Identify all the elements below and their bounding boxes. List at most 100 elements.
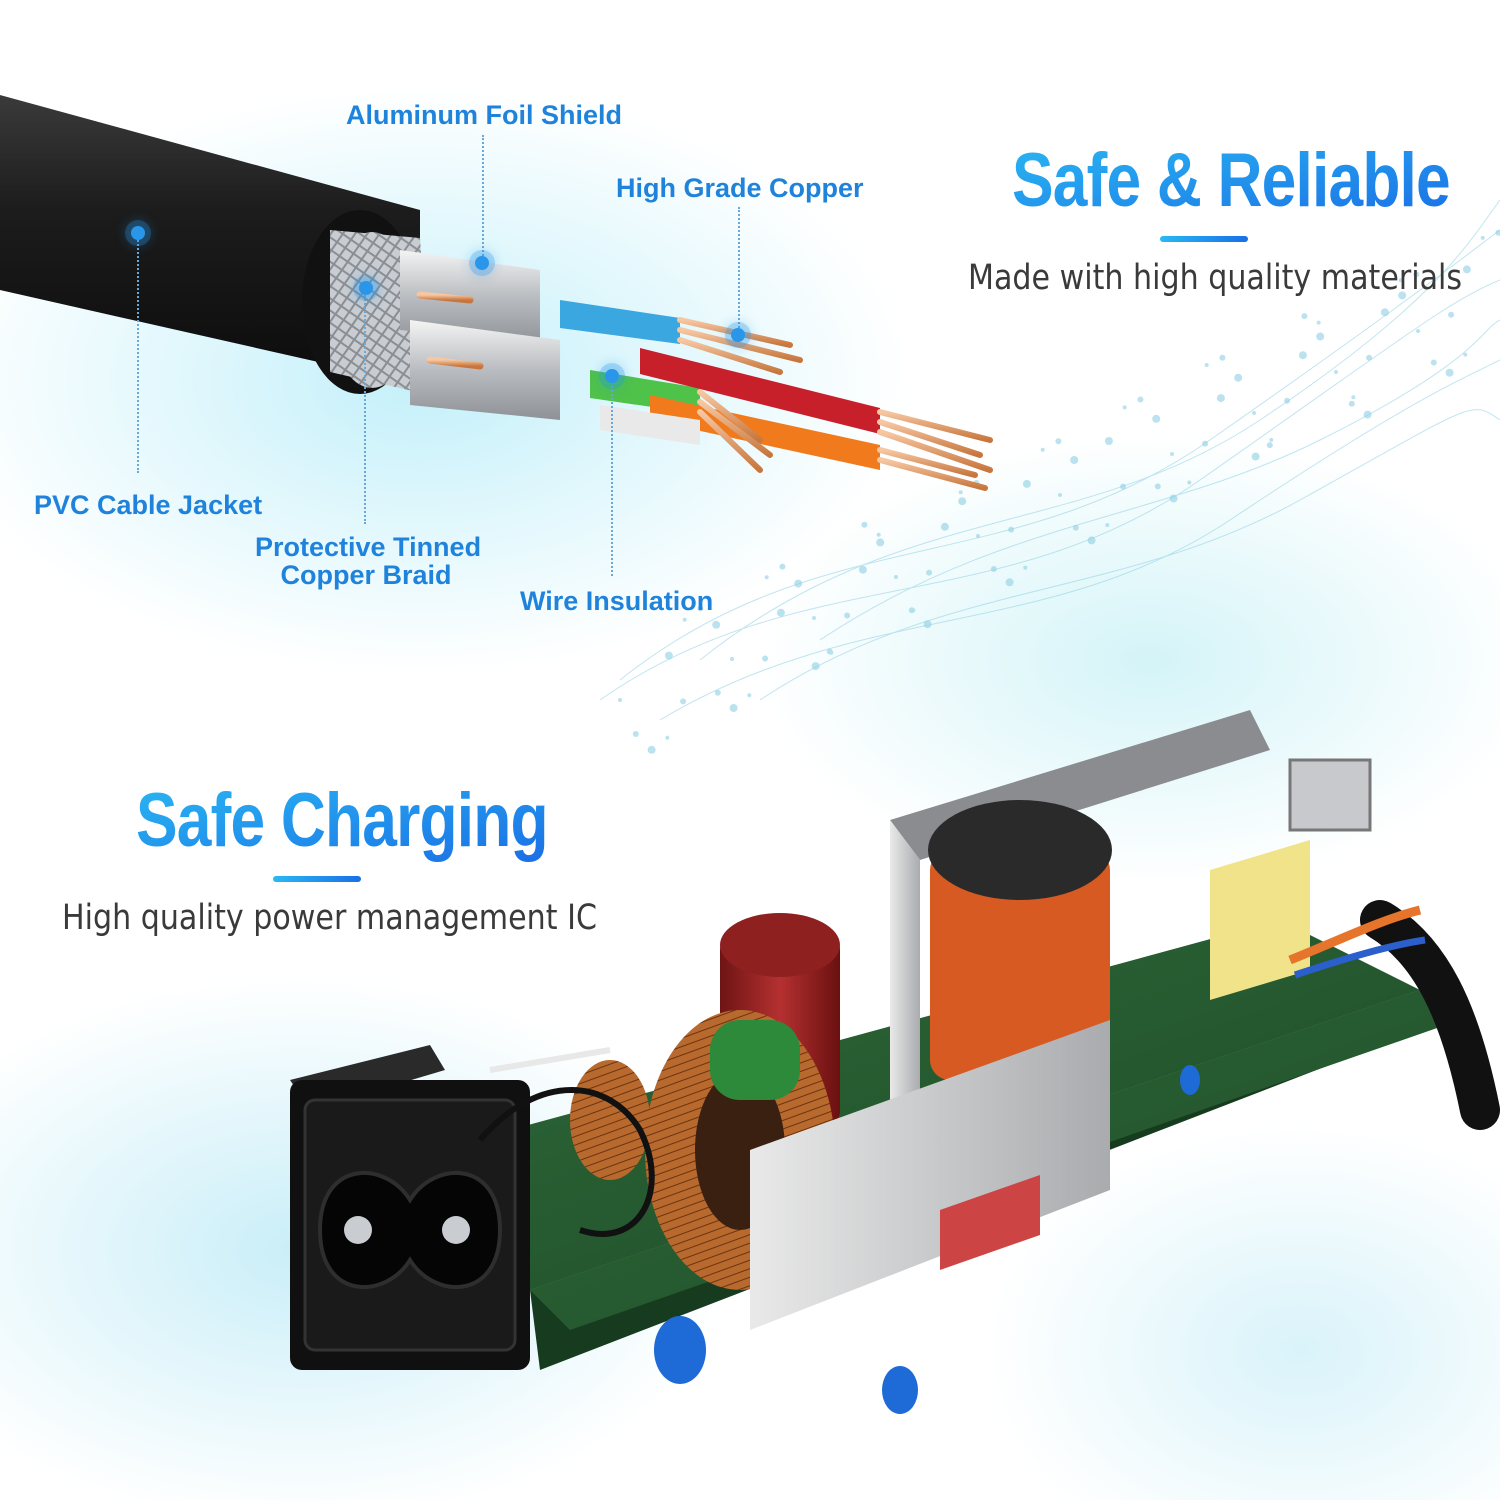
wave-dot xyxy=(730,657,734,661)
wave-dot xyxy=(697,605,704,612)
wave-dot xyxy=(990,566,997,572)
wave-dot xyxy=(1023,565,1028,570)
wave-dot xyxy=(1040,447,1045,452)
wave-dot xyxy=(776,608,785,617)
wave-dot xyxy=(665,735,670,740)
wave-dot xyxy=(1462,265,1471,274)
wave-dot xyxy=(844,612,851,619)
wave-dot xyxy=(1087,536,1096,545)
wave-dot xyxy=(1380,308,1389,317)
wave-dot xyxy=(1170,452,1174,456)
wave-dot xyxy=(812,616,816,620)
wave-dot xyxy=(1448,311,1455,318)
wave-dot xyxy=(1234,373,1243,382)
wave-dot xyxy=(1072,524,1079,531)
wave-dot xyxy=(1137,396,1144,403)
aluminum-foil-shield-label: Aluminum Foil Shield xyxy=(346,100,622,130)
wave-dot xyxy=(858,565,867,574)
wave-dot xyxy=(632,731,639,737)
wave-dot xyxy=(1055,438,1062,445)
wave-dot xyxy=(926,569,933,576)
safe-reliable-subtitle: Made with high quality materials xyxy=(968,258,1463,298)
wave-dot xyxy=(829,650,834,655)
wave-dot xyxy=(811,662,820,671)
tinned-braid-label-line1: Protective Tinned xyxy=(255,532,482,562)
wave-dot xyxy=(1316,332,1325,341)
wave-dot xyxy=(764,575,769,580)
wave-dot xyxy=(1495,229,1500,236)
wave-dot xyxy=(647,745,656,754)
wave-dot xyxy=(747,693,752,698)
wave-dot xyxy=(1070,456,1079,464)
pvc-jacket-marker xyxy=(131,226,145,240)
wave-dot xyxy=(1187,480,1192,485)
wave-dot xyxy=(876,532,881,537)
wave-dot xyxy=(712,620,721,629)
wave-dot xyxy=(1416,329,1420,333)
wave-dot xyxy=(1169,494,1178,503)
safe-charging-title-text: Safe Charging xyxy=(136,777,548,862)
wave-dot xyxy=(680,698,687,705)
copper-marker xyxy=(731,328,745,342)
wave-dot xyxy=(1122,405,1127,410)
wave-dot xyxy=(861,521,868,528)
wave-dot xyxy=(1058,493,1062,497)
wave-dot xyxy=(714,689,721,696)
wave-dot xyxy=(729,704,738,712)
wave-dot xyxy=(1413,271,1420,278)
wave-dot xyxy=(1022,479,1031,488)
wave-dot xyxy=(1204,363,1209,367)
wave-dot xyxy=(1105,523,1110,528)
wave-dot xyxy=(664,651,673,660)
wave-dot xyxy=(1334,370,1338,374)
wave-dot xyxy=(1005,578,1014,587)
safe-reliable-title-text: Safe & Reliable xyxy=(1012,137,1450,222)
insulation-leader-line xyxy=(611,378,613,576)
wave-dot xyxy=(894,575,898,579)
wave-dot xyxy=(1219,354,1226,361)
wave-dot xyxy=(1463,352,1468,357)
wave-dot xyxy=(1480,235,1485,240)
wave-dot xyxy=(1316,320,1321,325)
safe-charging-accent-bar xyxy=(273,876,361,882)
pvc-cable-jacket-label: PVC Cable Jacket xyxy=(34,490,263,520)
wave-dot xyxy=(976,534,980,538)
tinned-braid-label: Protective Tinned Copper Braid xyxy=(255,532,482,590)
safe-charging-subtitle: High quality power management IC xyxy=(62,898,597,938)
wave-dot xyxy=(618,698,622,702)
wave-dot xyxy=(1202,440,1209,447)
insulation-marker xyxy=(605,369,619,383)
wave-dot xyxy=(1348,400,1355,407)
wave-dot xyxy=(1284,397,1291,404)
wave-dot xyxy=(1266,442,1273,449)
wave-dot xyxy=(1301,313,1308,320)
wave-dot xyxy=(1430,359,1437,366)
safe-reliable-title: Safe & Reliable xyxy=(1012,137,1451,243)
safe-charging-title: Safe Charging xyxy=(136,777,549,883)
wave-dot xyxy=(1363,410,1372,419)
wave-dot xyxy=(1366,354,1373,361)
high-grade-copper-label: High Grade Copper xyxy=(616,173,864,203)
wave-dot xyxy=(911,608,916,613)
wave-dot xyxy=(1445,368,1454,377)
wire-insulation-label: Wire Insulation xyxy=(520,586,714,616)
wave-dot xyxy=(762,655,769,662)
wave-dot xyxy=(1398,291,1407,300)
wave-dot xyxy=(923,620,932,629)
wave-dot xyxy=(779,563,786,570)
pvc-jacket-leader-line xyxy=(137,233,139,473)
wave-dot xyxy=(1252,411,1256,415)
power-supply-board-icon xyxy=(290,710,1500,1414)
wave-dot xyxy=(1398,278,1403,283)
wave-dot xyxy=(682,617,687,622)
wave-dot xyxy=(1104,437,1113,445)
wave-dot xyxy=(1251,452,1260,461)
foil-shield-marker xyxy=(475,256,489,270)
wave-dot xyxy=(876,538,885,547)
tinned-braid-label-line2: Copper Braid xyxy=(280,560,452,590)
wave-dot xyxy=(940,522,949,531)
wave-dot xyxy=(1154,483,1161,490)
wave-dot xyxy=(1216,394,1225,403)
